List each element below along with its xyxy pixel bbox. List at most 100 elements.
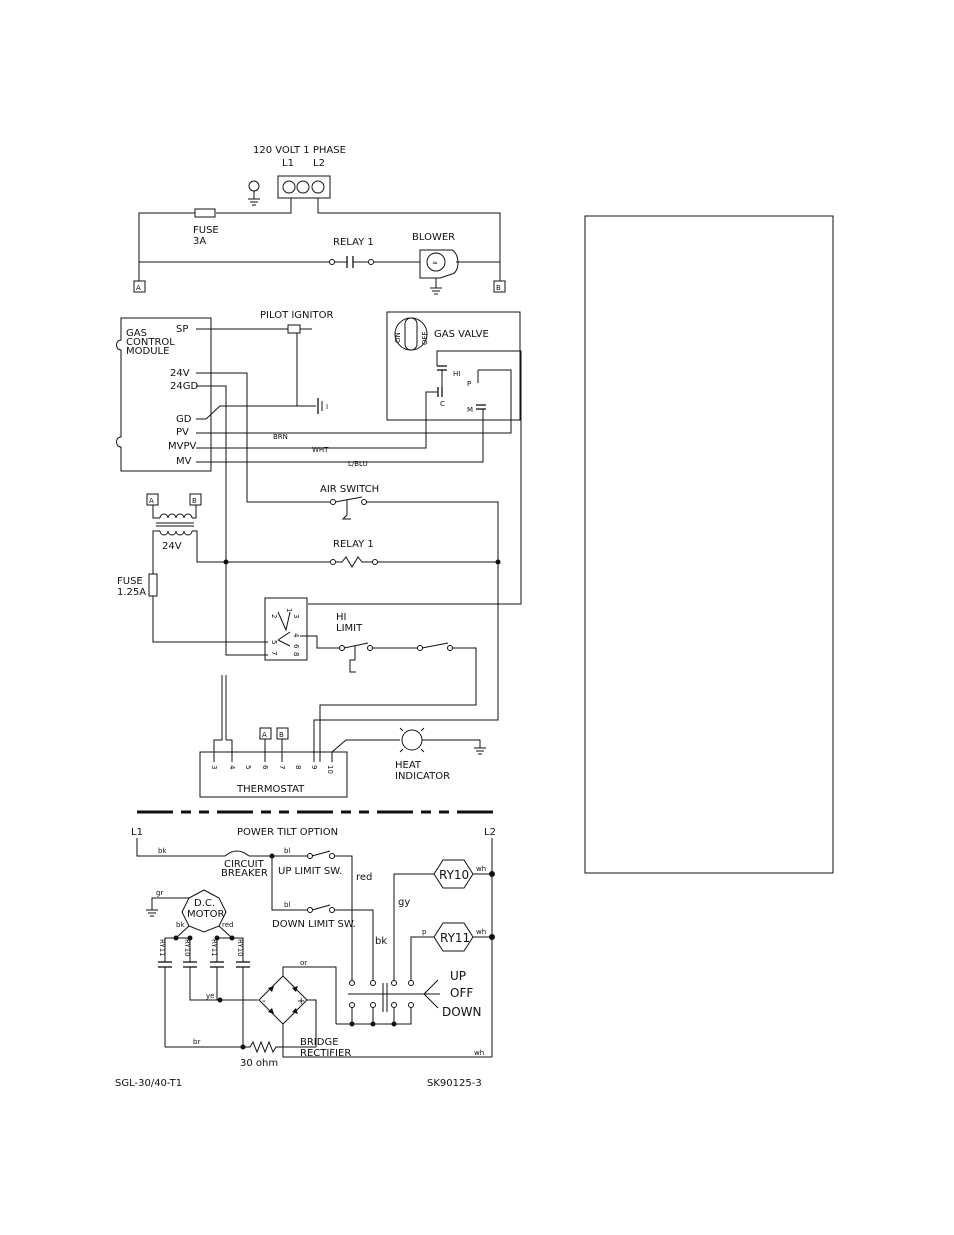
up-off-down-selector-switch[interactable]: [348, 979, 440, 1012]
motor-bk-wire: [164, 925, 190, 962]
wh2-label: wh: [476, 928, 486, 936]
gd24-label: 24GD: [170, 381, 198, 392]
down-label: DOWN: [442, 1005, 482, 1019]
supply-section: 120 VOLT 1 PHASE L1 L2 FUSE 3A: [133, 145, 506, 295]
blower-icon: ≈: [419, 249, 459, 295]
supply-label: 120 VOLT 1 PHASE: [253, 145, 346, 156]
secondary-right-wire: [192, 530, 330, 563]
rect-label-1: BRIDGE: [300, 1037, 339, 1048]
heat-indicator-lamp-icon: [399, 727, 425, 753]
module-24gd-wire: [206, 385, 227, 562]
hi-terminal-label: HI: [453, 370, 460, 378]
gd-label: GD: [176, 414, 192, 425]
thermo-a-label: A: [262, 731, 267, 739]
or-label: or: [300, 959, 307, 967]
limit-pin-3: 3: [292, 614, 300, 618]
thermo-b-label: B: [279, 731, 284, 739]
svg-text:MOTOR: MOTOR: [187, 909, 224, 920]
rect-label-2: RECTIFIER: [300, 1048, 351, 1059]
up-limit-label: UP LIMIT SW.: [278, 866, 342, 877]
fuse-3a: [194, 208, 216, 218]
terminal-a-label: A: [136, 284, 141, 292]
wh-return-wire: [282, 1035, 492, 1058]
relay-contacts: [158, 961, 250, 968]
up-limit-out-wire: [334, 855, 353, 980]
relay1-coil: [335, 556, 373, 568]
relay1-coil-label: RELAY 1: [333, 539, 374, 550]
terminal-b-box: [493, 280, 506, 293]
limit-pin-1: 1: [285, 608, 293, 612]
gy-label: gy: [398, 897, 410, 908]
contact-ry10-a-label: RY10: [183, 939, 191, 957]
svg-text:RY11: RY11: [440, 931, 470, 945]
l1-label: L1: [282, 158, 294, 169]
wh3-label: wh: [474, 1049, 484, 1057]
dc-motor-icon: D.C. MOTOR: [181, 889, 227, 933]
rectifier-plus-wire: [307, 999, 317, 1047]
ground-icon: [248, 180, 260, 206]
bridge-rectifier-icon: - +: [258, 975, 308, 1025]
v24-label: 24V: [170, 368, 190, 379]
hi-limit-label-1: HI: [336, 612, 346, 623]
fuse-to-a-wire: [138, 212, 195, 281]
up-label: UP: [450, 969, 466, 983]
limit-pin-6: 6: [292, 644, 300, 649]
fuse-label: FUSE: [193, 225, 219, 236]
fuse2-label: FUSE: [117, 576, 143, 587]
wht-label: WHT: [312, 446, 329, 454]
contact-ry11-b-label: RY11: [210, 939, 218, 957]
thermo-pin-10: 10: [326, 765, 334, 774]
wh1-label: wh: [476, 865, 486, 873]
blower-label: BLOWER: [412, 232, 455, 243]
limit-pin-7: 7: [270, 651, 278, 655]
pv-label: PV: [176, 427, 189, 438]
notes-panel: [584, 215, 834, 874]
fuse-125a: [148, 573, 158, 597]
i-label: I: [326, 403, 328, 411]
terminal-l2-circle: [311, 180, 325, 194]
sp-label: SP: [176, 324, 188, 335]
pilot-ignitor-icon: [287, 324, 301, 334]
l2-wire: [317, 198, 501, 281]
limit-out-wire: [300, 635, 340, 649]
air-switch-label: AIR SWITCH: [320, 484, 379, 495]
bl-down-label: bl: [284, 901, 290, 909]
thermostat-bulb: [213, 675, 223, 762]
m-terminal-label: M: [467, 406, 473, 414]
resistor-30-ohm: [243, 1040, 316, 1054]
cb-label-2: BREAKER: [221, 868, 268, 879]
svg-text:ON: ON: [394, 332, 402, 343]
hi-limit-block: [264, 597, 308, 661]
p-label: p: [422, 928, 427, 936]
fuse-to-limit-wire: [152, 596, 268, 643]
down-limit-in-wire: [271, 856, 308, 911]
circuit-breaker-icon: [224, 850, 250, 857]
wht-wire: [206, 391, 438, 449]
gas-valve-label: GAS VALVE: [434, 329, 489, 340]
fuse2-rating: 1.25A: [117, 587, 146, 598]
thermostat-label: THERMOSTAT: [236, 784, 305, 795]
heat-indicator-wire: [331, 739, 400, 762]
fuse-rating: 3A: [193, 236, 206, 247]
indicator-label: INDICATOR: [395, 771, 450, 782]
gas-control-module-outline: [116, 317, 212, 472]
gd-wire: [205, 405, 316, 420]
br-label: br: [193, 1038, 200, 1046]
thermo-pin-3: 3: [210, 765, 218, 769]
relay1-label: RELAY 1: [333, 237, 374, 248]
limit-pin-2: 2: [270, 614, 278, 618]
thermo-pin-5: 5: [244, 765, 252, 769]
thermo-pin-7: 7: [278, 765, 286, 769]
model-number: SGL-30/40-T1: [115, 1078, 182, 1089]
heat-label: HEAT: [395, 760, 422, 771]
cb-label-1: CIRCUIT: [224, 859, 265, 870]
limit-to-thermostat-wire: [319, 647, 477, 762]
down-limit-label: DOWN LIMIT SW.: [272, 919, 356, 930]
thermo-pin-8: 8: [294, 765, 302, 769]
module-label-3: MODULE: [126, 346, 169, 357]
terminal-ground-circle: [282, 180, 296, 194]
tilt-title: POWER TILT OPTION: [237, 827, 338, 838]
l2-label: L2: [313, 158, 325, 169]
v24-secondary-label: 24V: [162, 541, 182, 552]
motor-bk-label: bk: [176, 921, 185, 929]
